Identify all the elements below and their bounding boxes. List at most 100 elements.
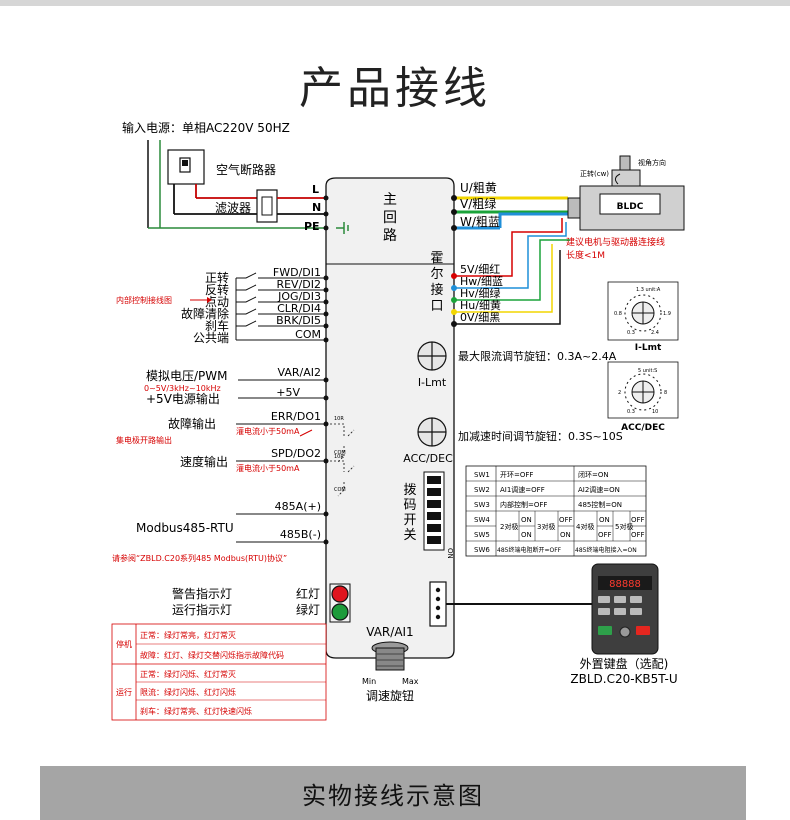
digital-outputs: 故障输出 集电极开路输出 ERR/DO1 灌电流小于50mA 10R COM 速…: [116, 410, 355, 497]
pole5-off: OFF: [631, 516, 645, 524]
ilmt-label: I-Lmt: [418, 376, 447, 389]
hall-wires: 5V/细红 Hw/细蓝 Hv/细绿 Hu/细黄 0V/细黑: [451, 218, 570, 327]
terminal-L: L: [312, 183, 319, 196]
driver-body: 主回路 霍尔接口 I-Lmt ACC/DEC 拨码开关 ON: [323, 177, 455, 659]
ilmt-dial: 1.3 unit:A 0.8 1.9 0.3 2.4: [607, 281, 679, 341]
sw2-off: AI1调速=OFF: [500, 485, 545, 494]
input-note: 内部控制接线图: [116, 295, 172, 305]
terminal-clr: CLR/DI4: [277, 302, 321, 315]
sw2-on: AI2调速=ON: [578, 485, 620, 494]
status-line-4: 限流：绿灯闪烁、红灯闪烁: [140, 687, 236, 697]
green-led-label: 绿灯: [296, 602, 320, 617]
status-run: 运行: [116, 687, 132, 697]
motor-note-line2: 长度<1M: [566, 249, 605, 261]
sw6-name: SW6: [474, 546, 490, 554]
terminal-brk: BRK/DI5: [276, 314, 321, 327]
main-circuit-label: 主回路: [383, 192, 397, 244]
pole4-off: OFF: [598, 531, 612, 539]
hall-wire-hv: Hv/细绿: [460, 286, 501, 300]
sw2-name: SW2: [474, 486, 490, 494]
green-led-icon: [331, 603, 349, 621]
sw3-name: SW3: [474, 501, 490, 509]
status-line-1: 正常：绿灯常亮，红灯常灭: [140, 630, 236, 640]
sw6-on: 485终端电阻接入=ON: [575, 546, 637, 554]
input-label-fwd: 正转: [205, 270, 229, 285]
speed-knob[interactable]: [371, 641, 409, 671]
acc-description: 加减速时间调节旋钮：0.3S~10S: [458, 429, 623, 443]
wiring-diagram: 输入电源：单相AC220V 50HZ 空气断路器 滤波器 L N PE 主回路: [111, 120, 685, 721]
dial2-tick-1: 2: [618, 390, 621, 396]
dial1-tick-4: 2.4: [651, 330, 659, 336]
sw1-name: SW1: [474, 471, 490, 479]
speed-knob-terminal: VAR/AI1: [366, 625, 413, 639]
status-table: 停机 运行 正常：绿灯常亮，红灯常灭 故障：红灯、绿灯交替闪烁指示故障代码 正常…: [111, 623, 327, 721]
acc-label: ACC/DEC: [403, 452, 453, 465]
external-keypad[interactable]: 88888: [591, 563, 659, 655]
motor-wire-w: W/粗蓝: [460, 215, 500, 229]
speed-knob-max: Max: [402, 677, 419, 686]
fault-output-label: 故障输出: [168, 416, 216, 431]
terminal-5v: +5V: [276, 386, 300, 399]
hall-wire-hu: Hu/细黄: [460, 298, 501, 312]
motor-note-line1: 建议电机与驱动器连接线: [566, 236, 665, 248]
dip-switch-block[interactable]: [423, 471, 445, 551]
red-led-label: 红灯: [296, 586, 320, 601]
pole3-on: ON: [560, 531, 571, 539]
motor-wire-v: V/粗绿: [460, 196, 496, 211]
speed-knob-label: 调速旋钮: [366, 688, 414, 703]
dial2-name: ACC/DEC: [621, 423, 665, 433]
input-label-brk: 刹车: [205, 318, 229, 333]
dip-on-label: ON: [446, 548, 454, 559]
power-section: 输入电源：单相AC220V 50HZ 空气断路器 滤波器 L N PE: [122, 120, 326, 233]
keypad-display: 88888: [609, 579, 641, 590]
pole-2: 2对极: [500, 522, 518, 531]
hall-wire-hw: Hw/细蓝: [460, 275, 503, 288]
sw1-off: 开环=OFF: [500, 471, 533, 479]
hall-wire-5v: 5V/细红: [460, 263, 500, 276]
alarm-led-label: 警告指示灯: [172, 586, 232, 601]
page-title: 产品接线: [299, 63, 491, 114]
pole2-on-b: ON: [521, 531, 532, 539]
status-line-5: 刹车：绿灯常亮、红灯快速闪烁: [140, 706, 252, 716]
err-com: COM: [334, 450, 346, 456]
bldc-motor: BLDC 正转(cw) 视角方向: [567, 155, 685, 231]
input-label-jog: 点动: [205, 295, 229, 309]
pole3-off: OFF: [559, 516, 573, 524]
hall-interface-label: 霍尔接口: [430, 251, 443, 314]
analog-input: 模拟电压/PWM 0~5V/3kHz~10kHz +5V电源输出 VAR/AI2…: [144, 366, 329, 406]
breaker-label: 空气断路器: [216, 162, 276, 177]
sw3-on: 485控制=ON: [578, 500, 622, 509]
footer-banner: 实物接线示意图: [40, 766, 746, 820]
analog-range: 0~5V/3kHz~10kHz: [144, 384, 221, 393]
sw6-off: 485终端电阻断开=OFF: [497, 546, 562, 554]
sw3-off: 内部控制=OFF: [500, 500, 547, 509]
spd-r10: 10R: [334, 454, 344, 460]
modbus-a: 485A(+): [275, 500, 321, 513]
input-label-clr: 故障清除: [181, 306, 229, 321]
analog-power-label: +5V电源输出: [146, 391, 220, 406]
dial1-unit: 1.3 unit:A: [636, 287, 661, 293]
err-r10: 10R: [334, 416, 344, 422]
speed-knob-min: Min: [362, 677, 376, 686]
dip-label: 拨码开关: [403, 483, 416, 543]
terminal-spd: SPD/DO2: [271, 447, 321, 460]
dial1-name: I-Lmt: [635, 343, 662, 353]
keypad-model: ZBLD.C20-KB5T-U: [570, 672, 677, 686]
ilmt-description: 最大限流调节旋钮：0.3A~2.4A: [458, 349, 617, 363]
dial1-tick-2: 1.9: [663, 311, 671, 317]
oc-note: 集电极开路输出: [116, 435, 172, 445]
status-line-2: 故障：红灯、绿灯交替闪烁指示故障代码: [140, 650, 284, 660]
dial2-tick-4: 10: [652, 409, 658, 415]
speed-current-note: 灌电流小于50mA: [236, 463, 300, 473]
acc-dial: 5 unit:S 2 8 0.3 10: [607, 361, 679, 419]
modbus-section: 485A(+) 485B(-) Modbus485-RTU 请参阅“ZBLD.C…: [112, 500, 329, 563]
power-input-label: 输入电源：单相AC220V 50HZ: [122, 120, 290, 135]
terminal-rev: REV/DI2: [276, 278, 321, 291]
terminal-PE: PE: [304, 220, 320, 233]
terminal-jog: JOG/DI3: [277, 290, 321, 303]
dial2-tick-3: 0.3: [627, 409, 635, 415]
keypad-label: 外置键盘（选配): [580, 656, 669, 671]
status-stop: 停机: [116, 639, 132, 649]
dial2-tick-2: 8: [664, 390, 667, 396]
motor-view: 视角方向: [638, 158, 666, 167]
